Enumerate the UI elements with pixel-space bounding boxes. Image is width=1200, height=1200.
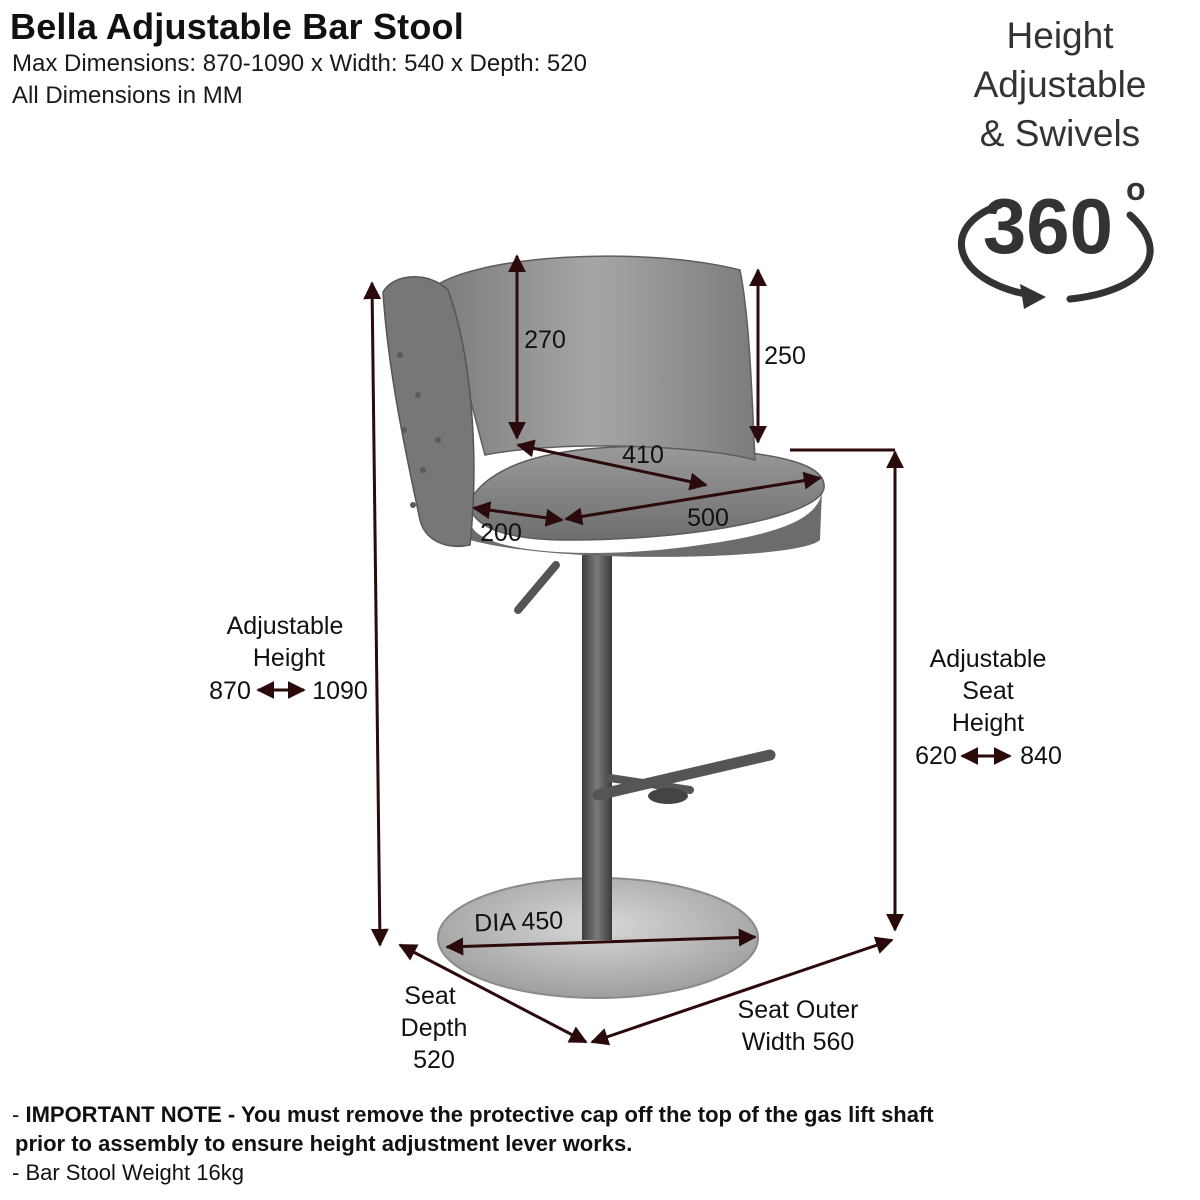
dim-250-label: 250 [764,342,806,370]
dim-410-label: 410 [622,441,664,469]
dim-500-label: 500 [687,504,729,532]
badge-line-1: Height [1006,15,1114,56]
seat-depth-line2: Depth [401,1014,468,1042]
gas-lift-pole [582,555,612,940]
important-note-text2: prior to assembly to ensure height adjus… [15,1131,633,1156]
seat-outer-width-line2: Width 560 [742,1028,855,1056]
dim-270-label: 270 [524,326,566,354]
bar-stool-diagram: 360 o [209,171,1154,1074]
important-note-prefix: - [12,1102,26,1127]
important-note-text: IMPORTANT NOTE - You must remove the pro… [25,1102,934,1127]
product-title: Bella Adjustable Bar Stool [10,6,464,47]
dim-seat-depth-line [398,943,588,1044]
badge-line-3: & Swivels [979,113,1141,154]
adjustable-height-line2: Height [253,644,325,672]
dim-500-line [564,471,822,526]
dim-200-line [472,501,564,527]
dim-200-label: 200 [480,519,522,547]
weight-note: - Bar Stool Weight 16kg [12,1160,244,1185]
tufting-buttons [397,352,441,508]
degree-symbol: o [1126,171,1146,207]
foot-rest [592,749,776,804]
seat-outer-width-line1: Seat Outer [738,996,859,1024]
adjustable-height-max: 1090 [312,677,368,705]
max-dimensions-text: Max Dimensions: 870-1090 x Width: 540 x … [12,50,587,77]
base-diameter-label: DIA 450 [474,906,564,937]
rotate-360-icon: 360 o [958,171,1154,309]
height-lever [514,561,560,614]
seat-base [470,490,822,557]
dim-adjustable-height-line [363,281,389,947]
adjustable-height-line1: Adjustable [227,612,344,640]
back-rest-side-panel [382,276,475,547]
back-rest-inner [429,255,756,461]
seat-height-max: 840 [1020,742,1062,770]
notes-block: - IMPORTANT NOTE - You must remove the p… [12,1100,934,1187]
seat-height-line2: Seat [962,677,1013,705]
seat-height-line3: Height [952,709,1024,737]
dim-seat-outer-width-line [590,936,894,1046]
seat-height-line1: Adjustable [930,645,1047,673]
badge-line-2: Adjustable [973,64,1147,105]
dimension-lines [256,254,1012,1046]
important-note-line2: prior to assembly to ensure height adjus… [12,1129,934,1158]
important-note-line1: - IMPORTANT NOTE - You must remove the p… [12,1100,934,1129]
seat-depth-line1: Seat [404,982,455,1010]
degrees-text: 360 [983,182,1113,270]
seat-height-min: 620 [915,742,957,770]
units-note: All Dimensions in MM [12,82,243,109]
seat-depth-value: 520 [413,1046,455,1074]
adjustable-height-min: 870 [209,677,251,705]
